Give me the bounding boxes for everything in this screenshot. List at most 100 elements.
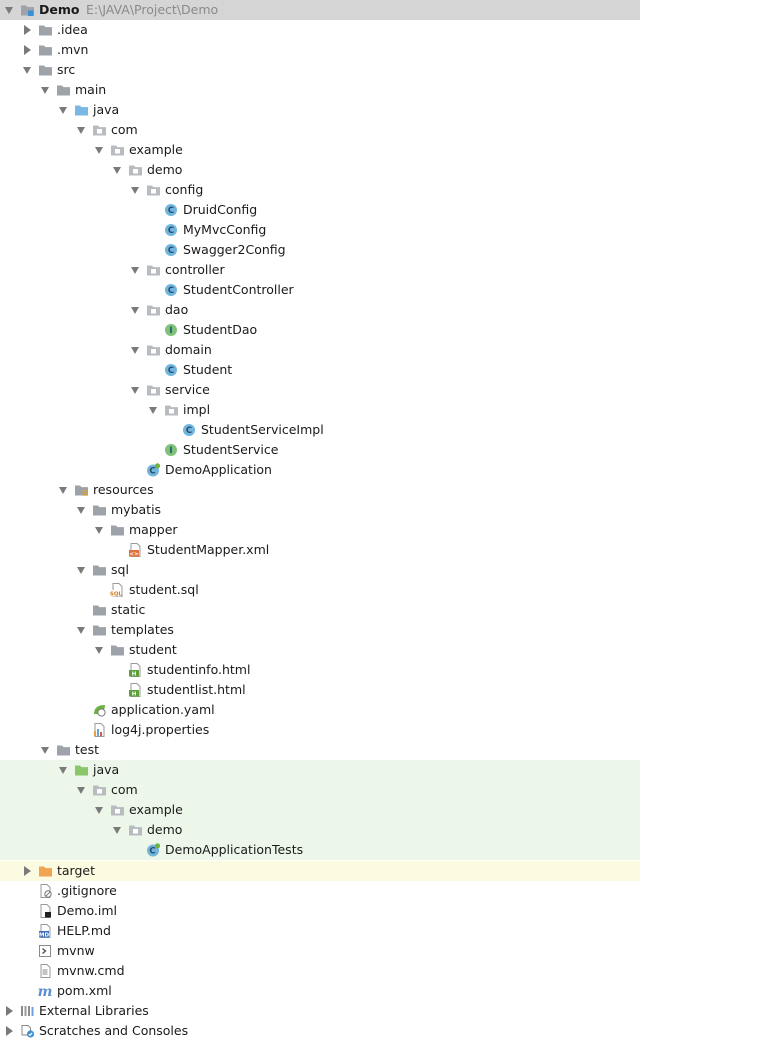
tree-node-com-39[interactable]: com [0,780,640,800]
chevron-right-icon[interactable] [24,45,31,55]
tree-node-idea-1[interactable]: .idea [0,20,640,40]
tree-node-src-3[interactable]: src [0,60,640,80]
tree-node-application-yaml-35[interactable]: application.yaml [0,700,640,720]
tree-node-resources-24[interactable]: resources [0,480,640,500]
tree-node-demo-41[interactable]: demo [0,820,640,840]
tree-node-log4j-properties-36[interactable]: log4j.properties [0,720,640,740]
tree-node-dao-15[interactable]: dao [0,300,640,320]
tree-node-mvnw-47[interactable]: mvnw [0,941,640,961]
package-icon [110,803,125,817]
chevron-right-icon[interactable] [24,866,31,876]
ignore-file-icon [38,884,53,898]
chevron-right-icon[interactable] [6,1006,13,1016]
tree-node-static-30[interactable]: static [0,600,640,620]
tree-node-gitignore-44[interactable]: .gitignore [0,881,640,901]
chevron-down-icon[interactable] [149,407,157,414]
tree-node-java-5[interactable]: java [0,100,640,120]
tree-node-main-4[interactable]: main [0,80,640,100]
tree-node-config-9[interactable]: config [0,180,640,200]
tree-node-label: DruidConfig [183,202,258,217]
tree-node-label: Demo [39,2,80,17]
package-icon [128,823,143,837]
tree-node-impl-20[interactable]: impl [0,400,640,420]
chevron-down-icon[interactable] [131,267,139,274]
chevron-down-icon[interactable] [131,347,139,354]
chevron-down-icon[interactable] [113,827,121,834]
tree-node-controller-13[interactable]: controller [0,260,640,280]
folder-icon [38,63,53,77]
chevron-down-icon[interactable] [23,67,31,74]
chevron-down-icon[interactable] [59,767,67,774]
chevron-down-icon[interactable] [41,87,49,94]
chevron-right-icon[interactable] [24,25,31,35]
sql-file-icon: SQL [110,583,125,597]
tree-node-mvn-2[interactable]: .mvn [0,40,640,60]
folder-icon [92,503,107,517]
tree-node-com-6[interactable]: com [0,120,640,140]
chevron-right-icon[interactable] [6,1026,13,1036]
svg-text:SQL: SQL [110,591,123,597]
tree-node-demo-8[interactable]: demo [0,160,640,180]
tree-node-demo-iml-45[interactable]: Demo.iml [0,901,640,921]
chevron-down-icon[interactable] [77,627,85,634]
chevron-down-icon[interactable] [77,567,85,574]
tree-node-test-37[interactable]: test [0,740,640,760]
tree-node-mybatis-25[interactable]: mybatis [0,500,640,520]
svg-text:C: C [149,467,155,477]
chevron-down-icon[interactable] [131,307,139,314]
tree-node-label: HELP.md [57,923,111,938]
tree-node-templates-31[interactable]: templates [0,620,640,640]
chevron-down-icon[interactable] [5,7,13,14]
chevron-down-icon[interactable] [41,747,49,754]
chevron-down-icon[interactable] [77,787,85,794]
chevron-down-icon[interactable] [95,527,103,534]
tree-node-sql-28[interactable]: sql [0,560,640,580]
chevron-down-icon[interactable] [131,387,139,394]
chevron-down-icon[interactable] [59,107,67,114]
tree-node-mvnw-cmd-48[interactable]: mvnw.cmd [0,961,640,981]
tree-node-external-libraries-50[interactable]: External Libraries [0,1001,640,1021]
chevron-down-icon[interactable] [95,647,103,654]
tree-node-service-19[interactable]: service [0,380,640,400]
tree-node-mapper-26[interactable]: mapper [0,520,640,540]
chevron-down-icon[interactable] [77,507,85,514]
tree-node-java-38[interactable]: java [0,760,640,780]
package-icon [146,263,161,277]
tree-node-target-43[interactable]: target [0,861,640,881]
tree-node-label: impl [183,402,211,417]
xml-file-icon: <> [128,543,143,557]
tree-node-example-7[interactable]: example [0,140,640,160]
tree-node-label: log4j.properties [111,722,210,737]
chevron-down-icon[interactable] [113,167,121,174]
chevron-down-icon[interactable] [59,487,67,494]
tree-node-studentmapper-xml-27[interactable]: <>StudentMapper.xml [0,540,640,560]
chevron-down-icon[interactable] [95,147,103,154]
chevron-down-icon[interactable] [95,807,103,814]
tree-node-scratches-and-consoles-51[interactable]: Scratches and Consoles [0,1021,640,1041]
tree-node-label: application.yaml [111,702,215,717]
tree-node-label: src [57,62,76,77]
tree-node-label: config [165,182,204,197]
chevron-down-icon[interactable] [77,127,85,134]
tree-node-domain-17[interactable]: domain [0,340,640,360]
tree-node-example-40[interactable]: example [0,800,640,820]
tree-node-label: Student [183,362,233,377]
tree-node-student-32[interactable]: student [0,640,640,660]
chevron-down-icon[interactable] [131,187,139,194]
